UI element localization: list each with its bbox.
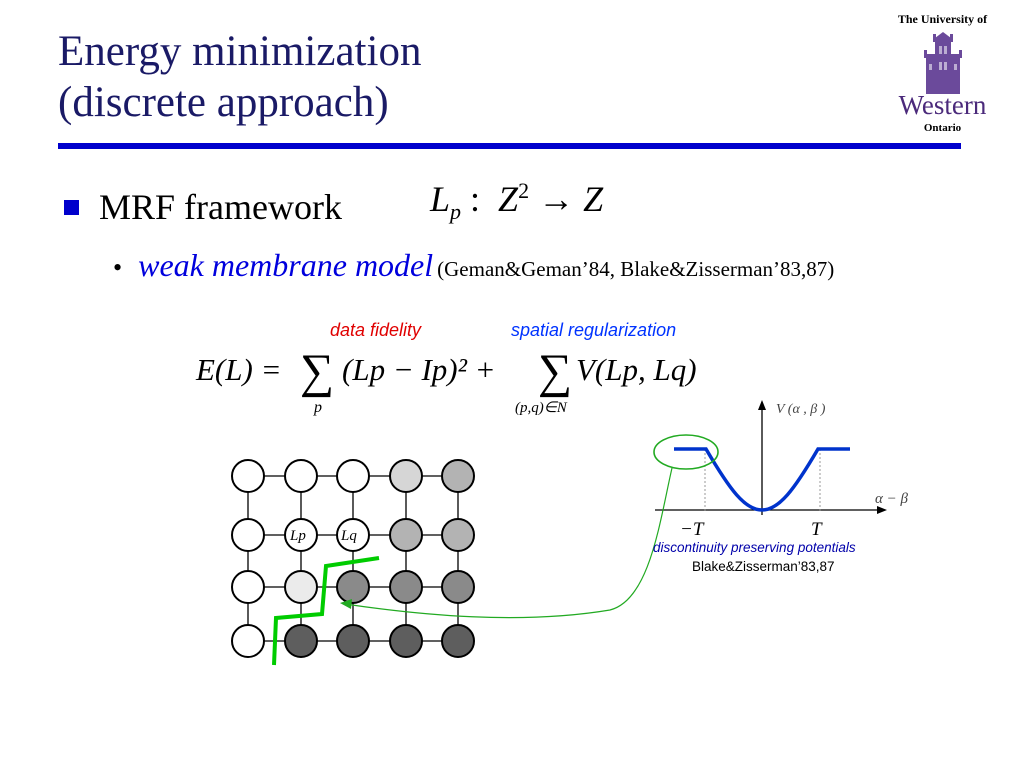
grid-node bbox=[336, 624, 370, 658]
formula-p: p bbox=[450, 199, 462, 225]
plot-caption-citation: Blake&Zisserman’83,87 bbox=[692, 559, 835, 574]
square-bullet-icon bbox=[64, 199, 79, 215]
formula-colon: : bbox=[470, 179, 481, 219]
sum-symbol-2: ∑ bbox=[538, 345, 572, 398]
bullet-text: MRF framework bbox=[99, 187, 342, 227]
formula-Z-target: Z bbox=[583, 179, 604, 219]
grid-node bbox=[389, 624, 423, 658]
grid-node bbox=[231, 459, 265, 493]
title-line-1: Energy minimization bbox=[58, 28, 422, 75]
smoothness-term: V(Lp, Lq) bbox=[576, 352, 697, 387]
title-line-2: (discrete approach) bbox=[58, 79, 389, 126]
tower-icon bbox=[924, 32, 962, 94]
tick-neg-T: −T bbox=[680, 519, 705, 540]
data-fidelity-label: data fidelity bbox=[330, 320, 422, 340]
equation-lhs: E(L) = bbox=[195, 352, 282, 387]
energy-equation: E(L) = ∑ p (Lp − Ip)² + ∑ (p,q)∈N V(Lp, … bbox=[195, 345, 697, 416]
grid-node bbox=[389, 518, 423, 552]
logo-wordmark: Western bbox=[898, 90, 987, 120]
discontinuity-highlight-ellipse bbox=[653, 434, 719, 470]
grid-node bbox=[284, 624, 318, 658]
title-underline bbox=[58, 143, 961, 149]
connector-arrowhead-icon bbox=[340, 599, 352, 609]
connector-arrow bbox=[344, 467, 673, 619]
node-label-lq: Lq bbox=[340, 528, 357, 544]
grid-node bbox=[441, 624, 475, 658]
formula-L: L bbox=[430, 179, 451, 219]
logo-bottom-text: Ontario bbox=[923, 122, 962, 134]
sum-1-subscript: p bbox=[313, 399, 322, 416]
sum-symbol-1: ∑ bbox=[300, 345, 334, 398]
x-axis-arrow-icon bbox=[877, 506, 887, 514]
bullet-mrf-framework: MRF framework bbox=[64, 186, 342, 228]
spatial-regularization-label: spatial regularization bbox=[511, 320, 677, 340]
slide-title: Energy minimization (discrete approach) bbox=[58, 26, 421, 128]
dot-bullet: • bbox=[113, 253, 123, 282]
plot-caption-title: discontinuity preserving potentials bbox=[653, 540, 856, 555]
node-label-lp: Lp bbox=[289, 528, 306, 544]
tick-pos-T: T bbox=[811, 519, 823, 540]
grid-node bbox=[284, 459, 318, 493]
grid-node bbox=[231, 624, 265, 658]
y-axis-arrow-icon bbox=[758, 400, 766, 410]
formula-Z: Z bbox=[498, 179, 519, 219]
plot-x-label: α − β bbox=[875, 491, 908, 507]
grid-node-lq bbox=[336, 518, 370, 552]
grid-node bbox=[389, 459, 423, 493]
mrf-grid-nodes bbox=[231, 459, 475, 658]
grid-node bbox=[336, 570, 370, 604]
data-term: (Lp − Ip)² + bbox=[342, 352, 496, 387]
grid-node bbox=[389, 570, 423, 604]
university-logo: The University of Western Ontario bbox=[880, 10, 1005, 135]
truncated-quadratic-curve bbox=[674, 447, 850, 512]
logo-top-text: The University of bbox=[897, 12, 988, 26]
formula-exp: 2 bbox=[518, 178, 530, 203]
grid-node bbox=[441, 570, 475, 604]
grid-node bbox=[284, 570, 318, 604]
grid-node bbox=[336, 459, 370, 493]
weak-membrane-text: weak membrane model bbox=[138, 247, 434, 283]
formula-arrow: → bbox=[538, 179, 575, 219]
mrf-grid-edges bbox=[247, 475, 459, 642]
discontinuity-boundary bbox=[272, 556, 380, 666]
citation-text: (Geman&Geman’84, Blake&Zisserman’83,87) bbox=[437, 257, 835, 281]
grid-node bbox=[441, 518, 475, 552]
plot-y-label: V (α , β ) bbox=[776, 402, 826, 417]
grid-node bbox=[231, 570, 265, 604]
grid-node bbox=[441, 459, 475, 493]
grid-node-lp bbox=[284, 518, 318, 552]
mapping-formula: Lp : Z2 → Z bbox=[430, 178, 603, 225]
potential-plot: V (α , β ) α − β −T T bbox=[653, 400, 908, 540]
grid-node bbox=[231, 518, 265, 552]
sum-2-subscript: (p,q)∈N bbox=[515, 400, 568, 416]
bullet-weak-membrane: • weak membrane model (Geman&Geman’84, Bl… bbox=[113, 247, 834, 284]
